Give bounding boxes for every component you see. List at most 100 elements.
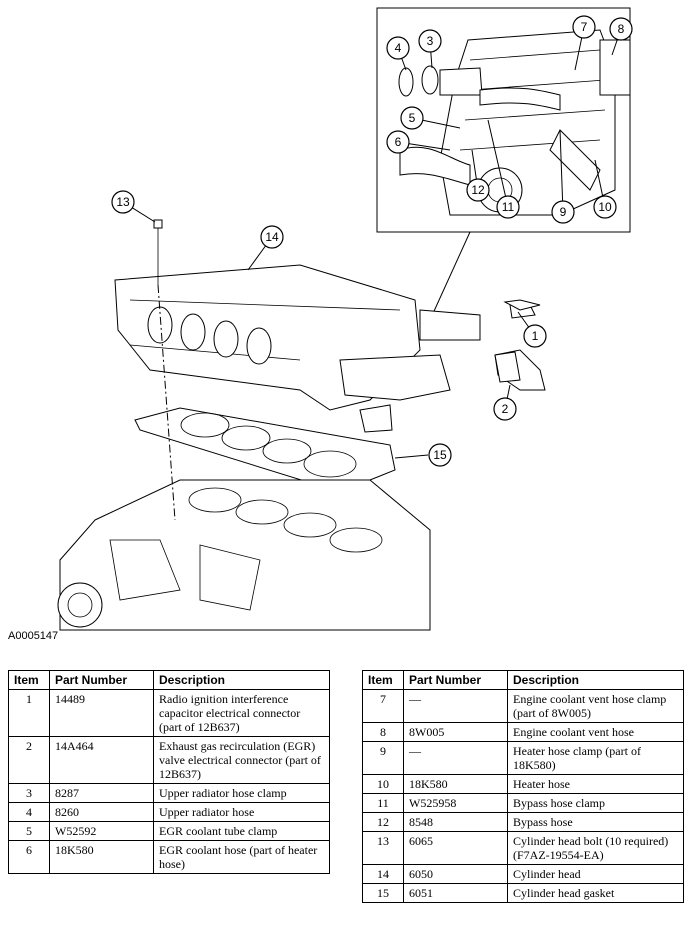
item-cell: 6	[8, 840, 50, 874]
callout-8: 8	[609, 17, 633, 41]
callout-15: 15	[428, 443, 452, 467]
description-cell: Engine coolant vent hose clamp (part of …	[507, 689, 684, 723]
callout-label: 14	[265, 230, 279, 244]
part-number-cell: W525958	[403, 793, 508, 813]
item-cell: 12	[362, 812, 404, 832]
callout-10: 10	[593, 195, 617, 219]
description-cell: Heater hose clamp (part of 18K580)	[507, 741, 684, 775]
callout-label: 9	[560, 205, 567, 219]
description-cell: Radio ignition interference capacitor el…	[153, 689, 330, 737]
table-header-row: Item Part Number Description	[8, 670, 330, 690]
callout-label: 5	[409, 111, 416, 125]
item-cell: 7	[362, 689, 404, 723]
description-cell: Engine coolant vent hose	[507, 722, 684, 742]
part-number-cell: 14489	[49, 689, 154, 737]
header-description: Description	[153, 670, 330, 690]
header-item: Item	[362, 670, 404, 690]
table-header-row: Item Part Number Description	[362, 670, 684, 690]
item-cell: 2	[8, 736, 50, 784]
description-cell: Bypass hose clamp	[507, 793, 684, 813]
callout-label: 4	[395, 41, 402, 55]
item-cell: 3	[8, 783, 50, 803]
cylinder-head-drawing	[114, 264, 546, 433]
part-number-cell: 6050	[403, 864, 508, 884]
figure-id: A0005147	[8, 630, 59, 642]
item-cell: 10	[362, 774, 404, 794]
callout-4: 4	[386, 36, 410, 60]
part-number-cell: 8W005	[403, 722, 508, 742]
callout-label: 15	[433, 448, 447, 462]
callout-label: 7	[581, 20, 588, 34]
parts-table-right: Item Part Number Description 7—Engine co…	[362, 670, 684, 903]
part-number-cell: 14A464	[49, 736, 154, 784]
callout-7: 7	[572, 15, 596, 39]
callout-2: 2	[493, 397, 517, 421]
description-cell: Cylinder head	[507, 864, 684, 884]
callout-14: 14	[260, 225, 284, 249]
part-number-cell: —	[403, 741, 508, 775]
part-number-cell: W52592	[49, 821, 154, 841]
callout-label: 2	[502, 402, 509, 416]
item-cell: 11	[362, 793, 404, 813]
header-part-number: Part Number	[403, 670, 508, 690]
callout-label: 10	[598, 200, 612, 214]
connector-1-drawing	[503, 299, 541, 311]
exploded-view-illustration: 1 2 3 4 5 6 7 8 9 10 11 12 13 14 15	[57, 7, 633, 631]
part-number-cell: 8287	[49, 783, 154, 803]
callout-12: 12	[466, 178, 490, 202]
header-item: Item	[8, 670, 50, 690]
head-bolt-drawing	[153, 219, 176, 521]
item-cell: 14	[362, 864, 404, 884]
callout-label: 3	[427, 34, 434, 48]
callout-label: 8	[618, 22, 625, 36]
description-cell: Upper radiator hose	[153, 802, 330, 822]
item-cell: 4	[8, 802, 50, 822]
item-cell: 8	[362, 722, 404, 742]
item-cell: 13	[362, 831, 404, 865]
callout-13: 13	[111, 190, 135, 214]
callout-3: 3	[418, 29, 442, 53]
table-row: 9—Heater hose clamp (part of 18K580)	[362, 741, 684, 775]
description-cell: Exhaust gas recirculation (EGR) valve el…	[153, 736, 330, 784]
header-part-number: Part Number	[49, 670, 154, 690]
description-cell: Bypass hose	[507, 812, 684, 832]
part-number-cell: 18K580	[403, 774, 508, 794]
description-cell: Cylinder head gasket	[507, 883, 684, 903]
description-cell: Heater hose	[507, 774, 684, 794]
part-number-cell: 8548	[403, 812, 508, 832]
callout-6: 6	[386, 130, 410, 154]
table-row: 7—Engine coolant vent hose clamp (part o…	[362, 689, 684, 723]
callout-1: 1	[523, 324, 547, 348]
part-number-cell: —	[403, 689, 508, 723]
item-cell: 15	[362, 883, 404, 903]
part-number-cell: 8260	[49, 802, 154, 822]
engine-block-drawing	[57, 479, 431, 631]
part-number-cell: 6065	[403, 831, 508, 865]
head-gasket-drawing	[134, 407, 396, 493]
callout-9: 9	[551, 200, 575, 224]
callout-label: 11	[502, 200, 515, 214]
item-cell: 5	[8, 821, 50, 841]
header-description: Description	[507, 670, 684, 690]
description-cell: Cylinder head bolt (10 required) (F7AZ-1…	[507, 831, 684, 865]
callout-label: 1	[532, 329, 539, 343]
callout-label: 12	[471, 183, 485, 197]
item-cell: 9	[362, 741, 404, 775]
callout-5: 5	[400, 106, 424, 130]
description-cell: Upper radiator hose clamp	[153, 783, 330, 803]
part-number-cell: 18K580	[49, 840, 154, 874]
callout-11: 11	[496, 195, 520, 219]
